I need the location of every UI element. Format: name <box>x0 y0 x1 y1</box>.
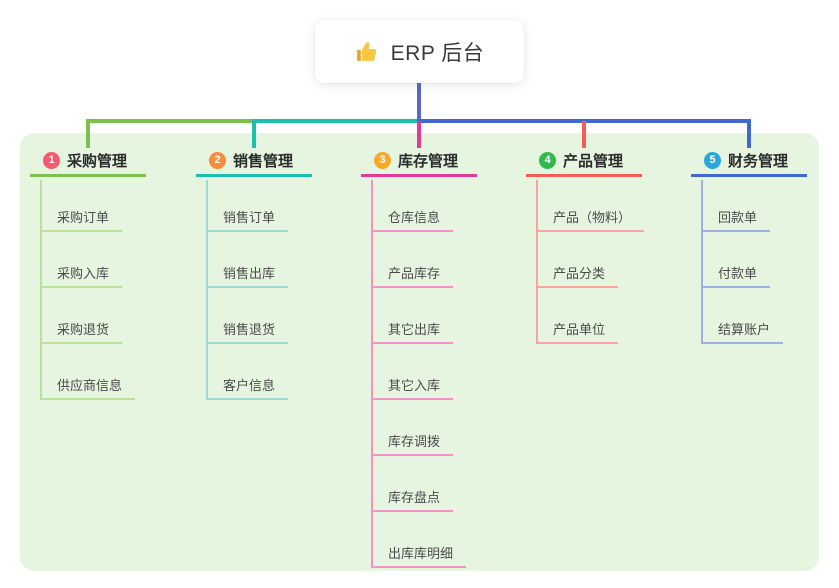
child-node[interactable]: 付款单 <box>701 262 771 288</box>
branch-node-finance[interactable]: 5 财务管理 <box>691 147 807 177</box>
branch-trunk-line <box>206 180 208 400</box>
child-node[interactable]: 回款单 <box>701 206 771 232</box>
branch-badge: 3 <box>374 152 391 169</box>
child-node[interactable]: 库存调拨 <box>371 430 454 456</box>
branch-badge: 1 <box>43 152 60 169</box>
branch-connector-stub <box>417 121 421 148</box>
mindmap-canvas <box>20 133 819 571</box>
branch-trunk-line <box>701 180 703 344</box>
branch-badge: 2 <box>209 152 226 169</box>
child-node[interactable]: 采购订单 <box>40 206 123 232</box>
branch-connector-stub <box>86 121 90 148</box>
branch-node-purchase[interactable]: 1 采购管理 <box>30 147 146 177</box>
root-connector-line <box>417 83 421 121</box>
child-node[interactable]: 采购退货 <box>40 318 123 344</box>
child-node[interactable]: 销售退货 <box>206 318 289 344</box>
child-node[interactable]: 其它出库 <box>371 318 454 344</box>
child-node[interactable]: 仓库信息 <box>371 206 454 232</box>
branch-trunk-line <box>536 180 538 344</box>
branch-finance: 5 财务管理 回款单 付款单 结算账户 <box>691 0 807 588</box>
branch-sales: 2 销售管理 销售订单 销售出库 销售退货 客户信息 <box>196 0 312 588</box>
branch-node-product[interactable]: 4 产品管理 <box>526 147 642 177</box>
child-node[interactable]: 销售订单 <box>206 206 289 232</box>
bus-segment-sales <box>252 119 419 123</box>
thumbs-up-icon <box>356 42 376 61</box>
child-node[interactable]: 产品分类 <box>536 262 619 288</box>
child-node[interactable]: 结算账户 <box>701 318 784 344</box>
branch-product: 4 产品管理 产品（物料） 产品分类 产品单位 <box>526 0 645 588</box>
child-node[interactable]: 库存盘点 <box>371 486 454 512</box>
bus-segment-purchase <box>86 119 254 123</box>
branch-label: 产品管理 <box>563 153 624 170</box>
branch-label: 库存管理 <box>398 153 459 170</box>
branch-node-inventory[interactable]: 3 库存管理 <box>361 147 477 177</box>
child-node[interactable]: 销售出库 <box>206 262 289 288</box>
branch-connector-stub <box>747 121 751 148</box>
branch-label: 财务管理 <box>728 153 789 170</box>
root-node[interactable]: ERP 后台 <box>315 20 524 83</box>
branch-node-sales[interactable]: 2 销售管理 <box>196 147 312 177</box>
branch-inventory: 3 库存管理 仓库信息 产品库存 其它出库 其它入库 库存调拨 库存盘点 出库库… <box>361 0 477 588</box>
child-node[interactable]: 客户信息 <box>206 374 289 400</box>
branch-label: 销售管理 <box>233 153 294 170</box>
branch-trunk-line <box>40 180 42 400</box>
branch-connector-stub <box>252 121 256 148</box>
child-node[interactable]: 产品库存 <box>371 262 454 288</box>
child-node[interactable]: 出库库明细 <box>371 542 467 568</box>
branch-purchase: 1 采购管理 采购订单 采购入库 采购退货 供应商信息 <box>30 0 146 588</box>
child-node[interactable]: 产品（物料） <box>536 206 645 232</box>
child-node[interactable]: 采购入库 <box>40 262 123 288</box>
branch-badge: 4 <box>539 152 556 169</box>
root-node-label: ERP 后台 <box>390 41 485 65</box>
branch-trunk-line <box>371 180 373 568</box>
child-node[interactable]: 产品单位 <box>536 318 619 344</box>
branch-badge: 5 <box>704 152 721 169</box>
branch-connector-stub <box>582 121 586 148</box>
child-node[interactable]: 其它入库 <box>371 374 454 400</box>
child-node[interactable]: 供应商信息 <box>40 374 136 400</box>
branch-label: 采购管理 <box>67 153 128 170</box>
